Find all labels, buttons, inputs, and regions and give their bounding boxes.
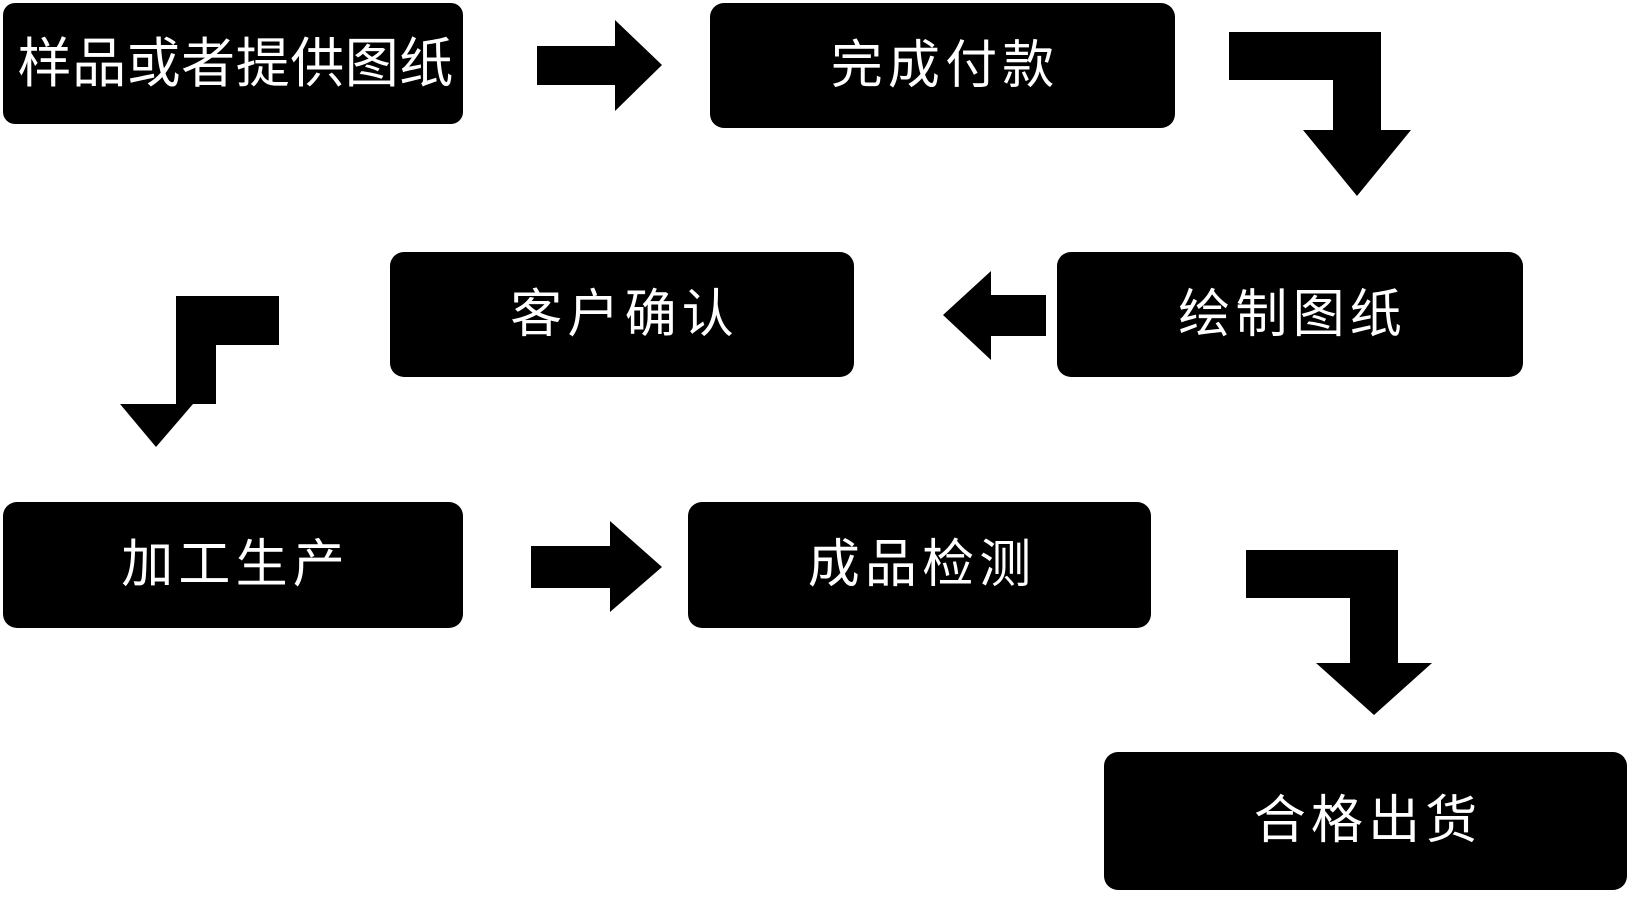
node-complete-payment[interactable]: 完成付款 xyxy=(710,3,1175,128)
node-qualified-shipment-label: 合格出货 xyxy=(1253,791,1483,851)
node-sample-or-drawing-label: 样品或者提供图纸 xyxy=(17,31,454,95)
connector-sample-to-payment xyxy=(537,20,662,111)
connector-produce-to-inspect xyxy=(531,521,662,612)
node-customer-confirm-label: 客户确认 xyxy=(510,284,740,345)
node-complete-payment-label: 完成付款 xyxy=(830,35,1060,96)
connector-drawing-to-confirm xyxy=(943,271,1046,360)
node-customer-confirm[interactable]: 客户确认 xyxy=(390,252,854,377)
node-processing-production-label: 加工生产 xyxy=(121,535,351,595)
node-qualified-shipment[interactable]: 合格出货 xyxy=(1104,752,1627,890)
node-finished-product-inspection[interactable]: 成品检测 xyxy=(688,502,1151,628)
node-draw-blueprint[interactable]: 绘制图纸 xyxy=(1057,252,1523,377)
node-sample-or-drawing[interactable]: 样品或者提供图纸 xyxy=(3,3,463,124)
connector-payment-to-drawing xyxy=(1229,32,1411,196)
node-finished-product-inspection-label: 成品检测 xyxy=(807,535,1037,595)
node-draw-blueprint-label: 绘制图纸 xyxy=(1178,284,1408,345)
node-processing-production[interactable]: 加工生产 xyxy=(3,502,463,628)
connector-confirm-to-produce xyxy=(120,296,279,447)
connector-inspect-to-ship xyxy=(1246,550,1432,715)
